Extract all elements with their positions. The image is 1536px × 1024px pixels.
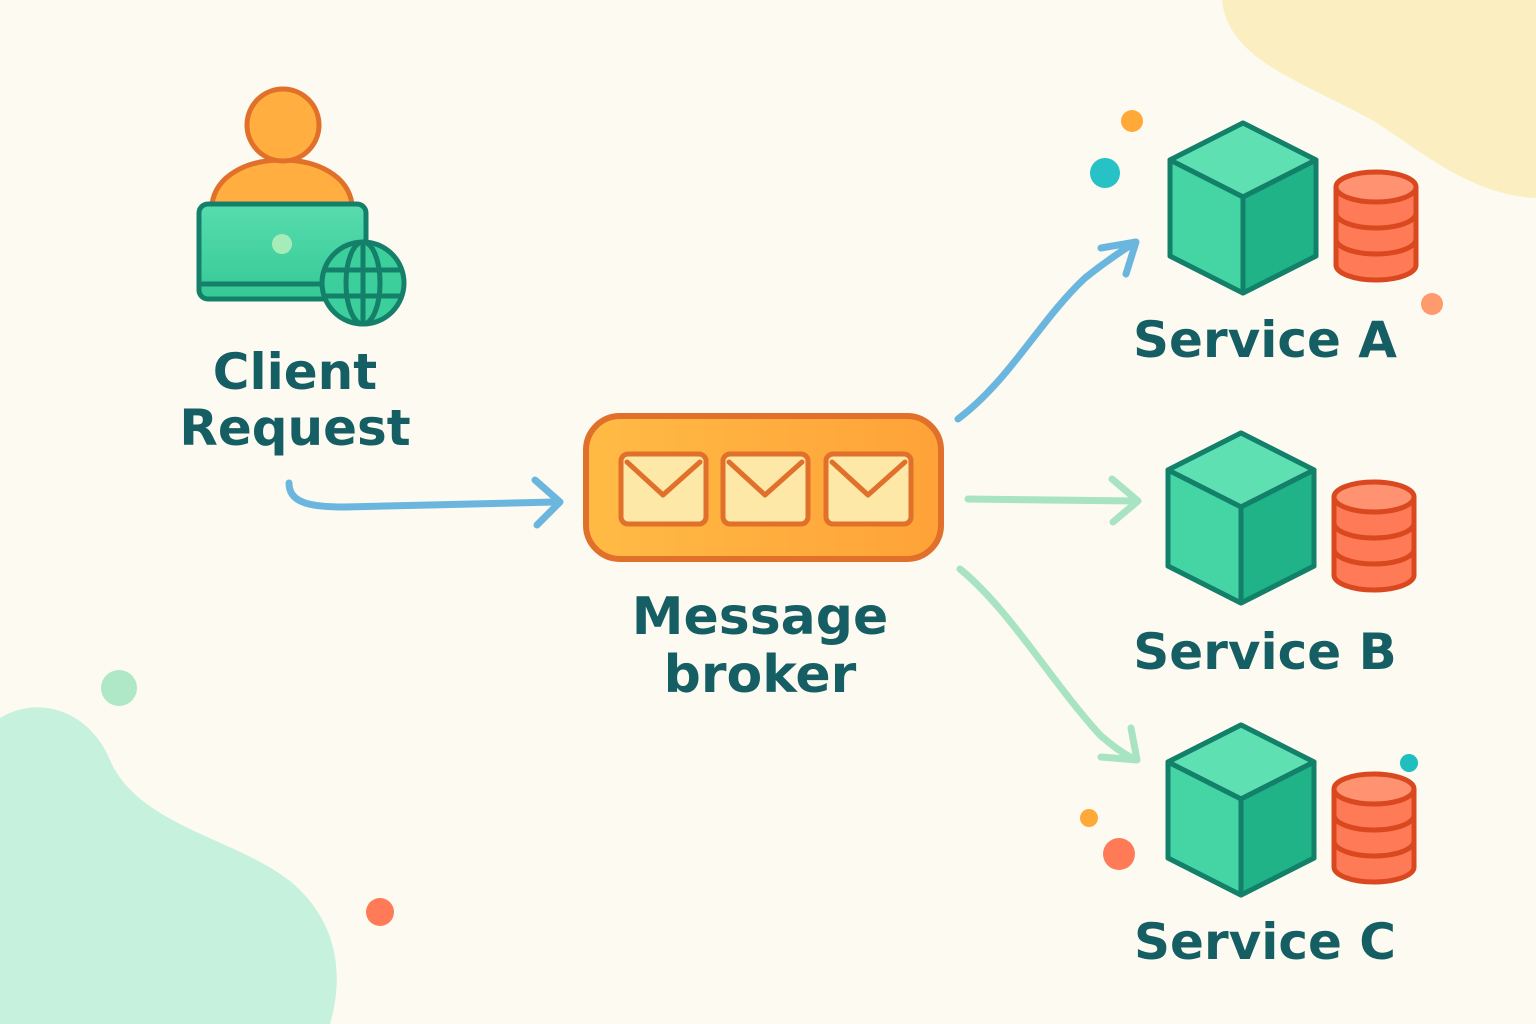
envelope-icon	[618, 451, 709, 527]
decorative-blob-bottom-left	[0, 707, 337, 1024]
envelope-icon	[823, 451, 914, 527]
service-b-label: Service B	[1133, 623, 1397, 681]
message-broker-label: Message broker	[610, 587, 910, 706]
user-laptop-globe-icon	[196, 86, 407, 327]
message-broker-box	[583, 413, 944, 562]
client-label-line2: Request	[179, 399, 411, 457]
decorative-dots	[101, 110, 1443, 926]
client-label-line1: Client	[212, 343, 378, 401]
service-a-label: Service A	[1133, 311, 1397, 369]
arrow-broker-to-service-c	[956, 565, 1141, 764]
envelope-icon	[720, 451, 811, 527]
arrow-broker-to-service-a	[954, 238, 1140, 423]
globe-icon	[319, 239, 407, 327]
client-request-label: Client Request	[170, 344, 420, 456]
service-c-label: Service C	[1134, 913, 1396, 971]
arrow-client-to-broker	[285, 476, 564, 529]
decorative-blob-top-right	[1222, 0, 1536, 198]
service-b-node	[1168, 433, 1414, 603]
broker-label-line1: Message	[631, 587, 889, 647]
broker-label-line2: broker	[663, 645, 857, 706]
arrow-broker-to-service-b	[964, 475, 1142, 526]
service-a-node	[1170, 123, 1416, 293]
service-c-node	[1168, 725, 1414, 895]
